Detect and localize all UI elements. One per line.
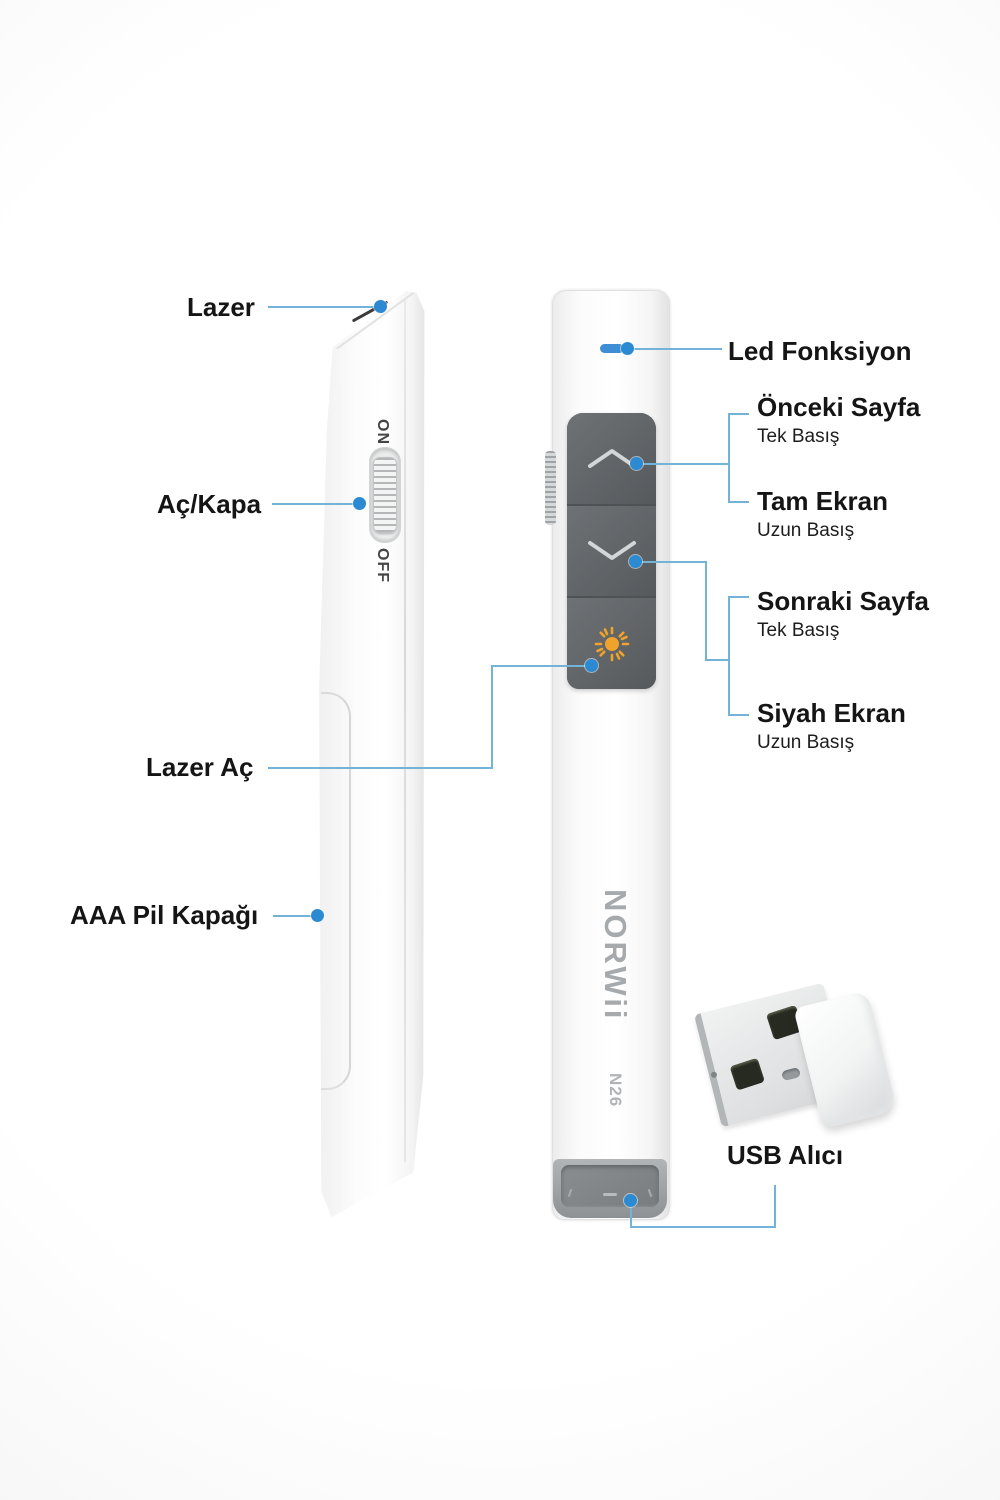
label-full-screen: Tam Ekran Uzun Basış — [757, 486, 888, 542]
usb-callout-rise — [774, 1185, 776, 1228]
led-callout-dot — [621, 342, 634, 355]
previous-page-button — [567, 413, 656, 504]
up-button-callout-line — [637, 463, 729, 465]
label-next-page-title: Sonraki Sayfa — [757, 586, 929, 616]
laser-button-callout-drop — [491, 665, 493, 769]
brand-text: NORWii — [598, 889, 633, 1022]
button-panel — [567, 413, 656, 689]
label-led-function: Led Fonksiyon — [728, 336, 912, 366]
laser-button — [567, 598, 656, 689]
label-laser: Lazer — [187, 292, 255, 322]
presenter-front-view: NORWii N26 — [545, 290, 670, 1220]
up-button-bracket — [728, 413, 730, 503]
laser-button-callout-run — [268, 767, 492, 769]
slot-tick-right — [647, 1188, 653, 1198]
switch-off-label: OFF — [374, 548, 391, 583]
usb-receiver — [689, 961, 899, 1161]
down-bracket-arm-top — [728, 596, 749, 598]
usb-receiver-body — [793, 990, 898, 1129]
laser-callout-dot — [374, 300, 387, 313]
label-previous-page-title: Önceki Sayfa — [757, 392, 921, 422]
label-black-screen-title: Siyah Ekran — [757, 698, 906, 728]
laser-callout-line — [268, 306, 381, 308]
power-callout-line — [272, 503, 360, 505]
label-full-screen-title: Tam Ekran — [757, 486, 889, 516]
up-bracket-arm-bottom — [728, 501, 749, 503]
down-button-callout-dot — [629, 555, 642, 568]
label-laser-button: Lazer Aç — [146, 752, 254, 782]
next-page-button — [567, 505, 656, 597]
usb-callout-dot — [624, 1194, 637, 1207]
power-switch — [369, 447, 401, 543]
label-full-screen-press: Uzun Basış — [757, 520, 855, 541]
label-black-screen: Siyah Ekran Uzun Basış — [757, 698, 906, 754]
laser-button-callout-dot — [585, 659, 598, 672]
label-next-page: Sonraki Sayfa Tek Basış — [757, 586, 929, 642]
slot-tick-left — [567, 1188, 573, 1198]
battery-callout-dot — [311, 909, 324, 922]
usb-callout-run — [630, 1226, 776, 1228]
battery-callout-line — [273, 915, 318, 917]
slot-mark — [603, 1193, 617, 1196]
battery-cover-seam — [321, 692, 351, 1090]
label-previous-page-press: Tek Basış — [757, 426, 840, 447]
label-next-page-press: Tek Basış — [757, 620, 840, 641]
up-chevron-icon — [587, 449, 636, 469]
usb-storage-slot — [561, 1165, 659, 1207]
down-button-callout-joint — [705, 659, 730, 661]
power-switch-slider — [373, 457, 397, 533]
label-black-screen-press: Uzun Basış — [757, 732, 855, 753]
usb-pinhole — [710, 1071, 718, 1079]
usb-contact-hole — [729, 1057, 765, 1091]
switch-edge-bump — [545, 451, 556, 525]
down-button-bracket — [728, 596, 730, 716]
down-chevron-icon — [587, 541, 636, 560]
usb-callout-drop — [630, 1201, 632, 1228]
down-button-callout-drop — [705, 561, 707, 661]
model-text: N26 — [606, 1073, 625, 1108]
label-previous-page: Önceki Sayfa Tek Basış — [757, 392, 920, 448]
power-callout-dot — [353, 497, 366, 510]
label-battery-cover: AAA Pil Kapağı — [70, 900, 259, 930]
side-edge-seam — [404, 300, 406, 1162]
led-indicator — [600, 344, 624, 353]
down-button-callout-line — [636, 561, 707, 563]
led-callout-line — [628, 348, 722, 350]
usb-oval-hole — [781, 1067, 802, 1082]
label-power: Aç/Kapa — [157, 489, 262, 519]
up-bracket-arm-top — [728, 413, 749, 415]
down-bracket-arm-bottom — [728, 714, 749, 716]
sun-icon — [594, 626, 629, 661]
laser-button-callout-line — [491, 665, 592, 667]
up-button-callout-dot — [630, 457, 643, 470]
bottom-cap — [553, 1159, 667, 1218]
presenter-side-view — [319, 290, 425, 1218]
label-usb-receiver: USB Alıcı — [727, 1140, 844, 1170]
